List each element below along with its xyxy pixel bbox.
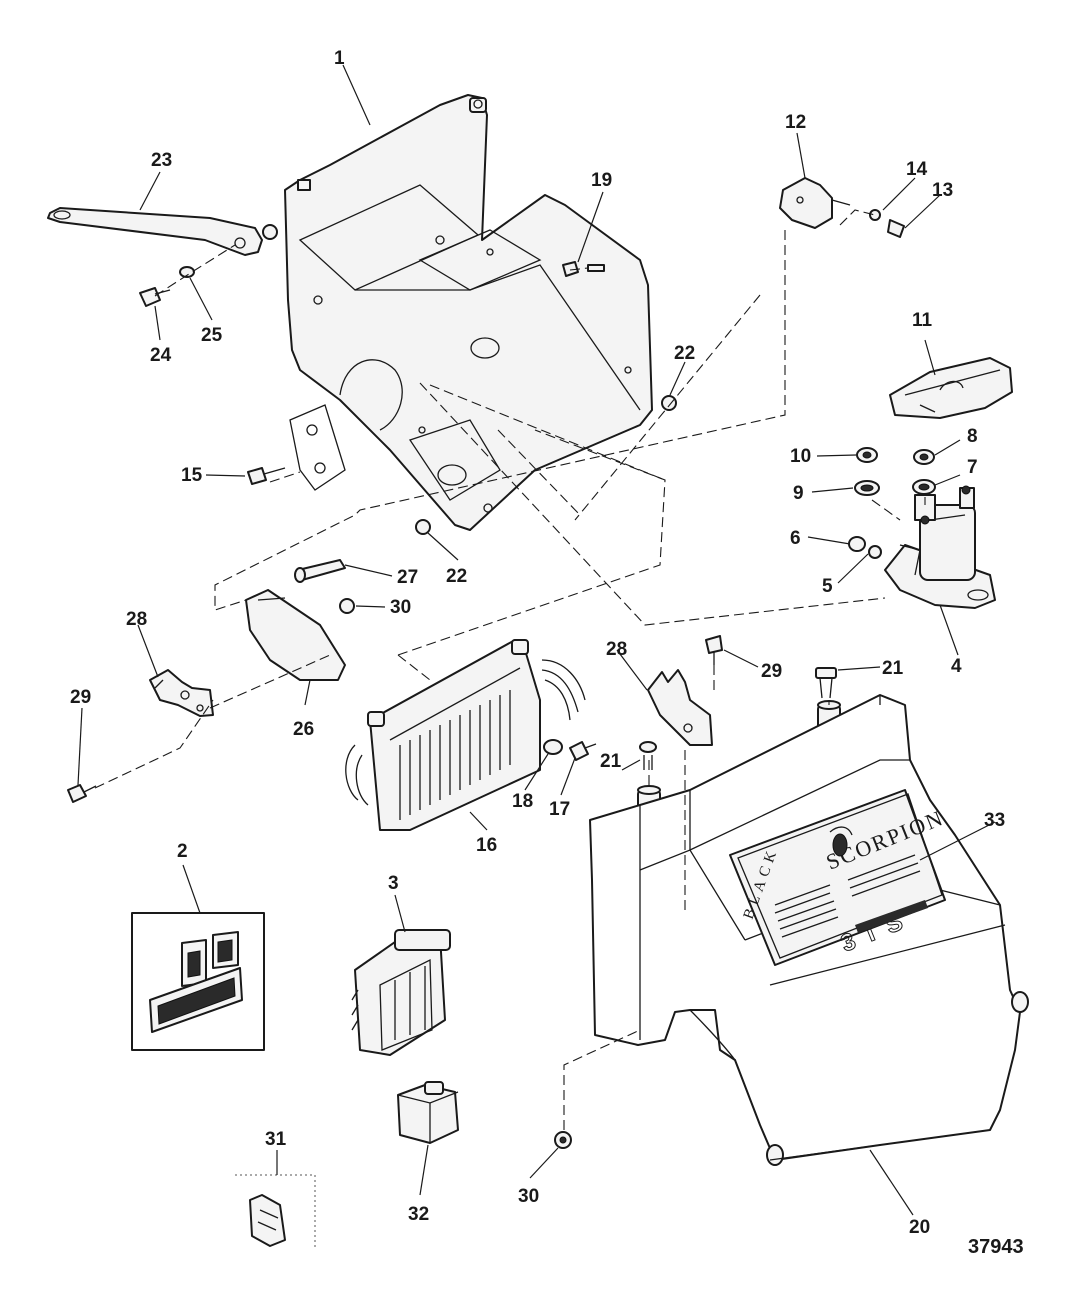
assembly-lines <box>94 209 926 1130</box>
fuse-part-31 <box>235 1174 316 1250</box>
callout-1: 1 <box>334 48 345 69</box>
callout-11: 11 <box>912 310 933 331</box>
cover-plate-part-26 <box>245 589 346 681</box>
washer-part-25 <box>179 266 195 278</box>
screw-part-15 <box>247 467 286 485</box>
screw-part-21-upper <box>815 667 837 699</box>
mounting-bracket-part-1 <box>284 94 653 531</box>
callout-6: 6 <box>790 528 801 549</box>
callout-9: 9 <box>793 483 804 504</box>
nut-part-19 <box>562 261 605 277</box>
nut-part-6 <box>848 536 866 552</box>
callout-13: 13 <box>932 180 953 201</box>
voltage-regulator-part-16 <box>345 639 586 831</box>
shift-arm-part-23 <box>47 207 278 256</box>
nut-part-22-lower <box>415 519 431 535</box>
callout-3: 3 <box>388 873 399 894</box>
screw-part-24 <box>139 287 171 307</box>
solenoid-cover-part-11 <box>889 357 1013 419</box>
figure-number: 37943 <box>968 1236 1024 1258</box>
washer-part-14 <box>869 209 881 221</box>
screw-part-13 <box>887 219 905 238</box>
callout-27: 27 <box>397 567 418 588</box>
callout-21-lower: 21 <box>600 751 622 772</box>
screw-part-21-lower <box>639 741 657 770</box>
callout-5: 5 <box>822 576 833 597</box>
callout-20: 20 <box>909 1217 930 1238</box>
nut-part-22-upper <box>661 395 677 411</box>
callout-32: 32 <box>408 1204 429 1225</box>
callout-leaders <box>77 64 996 1216</box>
fuse-holder-part-3 <box>351 929 451 1056</box>
washer-part-5 <box>868 545 882 559</box>
callout-22-upper: 22 <box>674 343 695 364</box>
callout-12: 12 <box>785 112 806 133</box>
callout-30-upper: 30 <box>390 597 411 618</box>
callout-25: 25 <box>201 325 223 346</box>
solenoid-part-4 <box>884 485 996 609</box>
callout-18: 18 <box>512 791 533 812</box>
callout-22-lower: 22 <box>446 566 467 587</box>
callout-28-left: 28 <box>126 609 147 630</box>
screw-part-29-right <box>705 635 723 665</box>
callout-31: 31 <box>265 1129 287 1150</box>
washer-part-9 <box>854 480 880 496</box>
callout-28-right: 28 <box>606 639 627 660</box>
nut-part-30-lower <box>554 1131 572 1149</box>
bracket-part-28-left <box>149 669 214 717</box>
callout-30-lower: 30 <box>518 1186 539 1207</box>
callout-23: 23 <box>151 150 172 171</box>
callout-29-left: 29 <box>70 687 91 708</box>
washer-part-7 <box>912 479 936 495</box>
washer-part-18 <box>543 739 563 755</box>
callout-8: 8 <box>967 426 978 447</box>
screw-part-29-left <box>67 784 97 803</box>
callout-19: 19 <box>591 170 612 191</box>
callout-21-upper: 21 <box>882 658 904 679</box>
solenoid-switch-part-12 <box>779 177 851 229</box>
bracket-part-28-right <box>647 669 713 746</box>
nut-part-8 <box>913 449 935 465</box>
callout-labels: 1 2 3 4 5 6 7 8 9 10 11 12 13 14 15 16 1… <box>70 48 1024 1258</box>
callout-16: 16 <box>476 835 497 856</box>
callout-7: 7 <box>967 457 978 478</box>
callout-14: 14 <box>906 159 928 180</box>
plug-connector-part-32 <box>397 1081 459 1144</box>
callout-4: 4 <box>951 656 962 677</box>
callout-26: 26 <box>293 719 314 740</box>
callout-2: 2 <box>177 841 188 862</box>
callout-17: 17 <box>549 799 570 820</box>
nut-part-10 <box>856 447 878 463</box>
callout-29-right: 29 <box>761 661 782 682</box>
callout-24: 24 <box>150 345 172 366</box>
screw-part-27 <box>294 559 346 583</box>
screw-part-17 <box>569 741 597 761</box>
callout-10: 10 <box>790 446 811 467</box>
callout-15: 15 <box>181 465 203 486</box>
decal-set-part-2 <box>131 912 265 1051</box>
callout-33: 33 <box>984 810 1005 831</box>
nut-part-30-upper <box>339 598 355 614</box>
